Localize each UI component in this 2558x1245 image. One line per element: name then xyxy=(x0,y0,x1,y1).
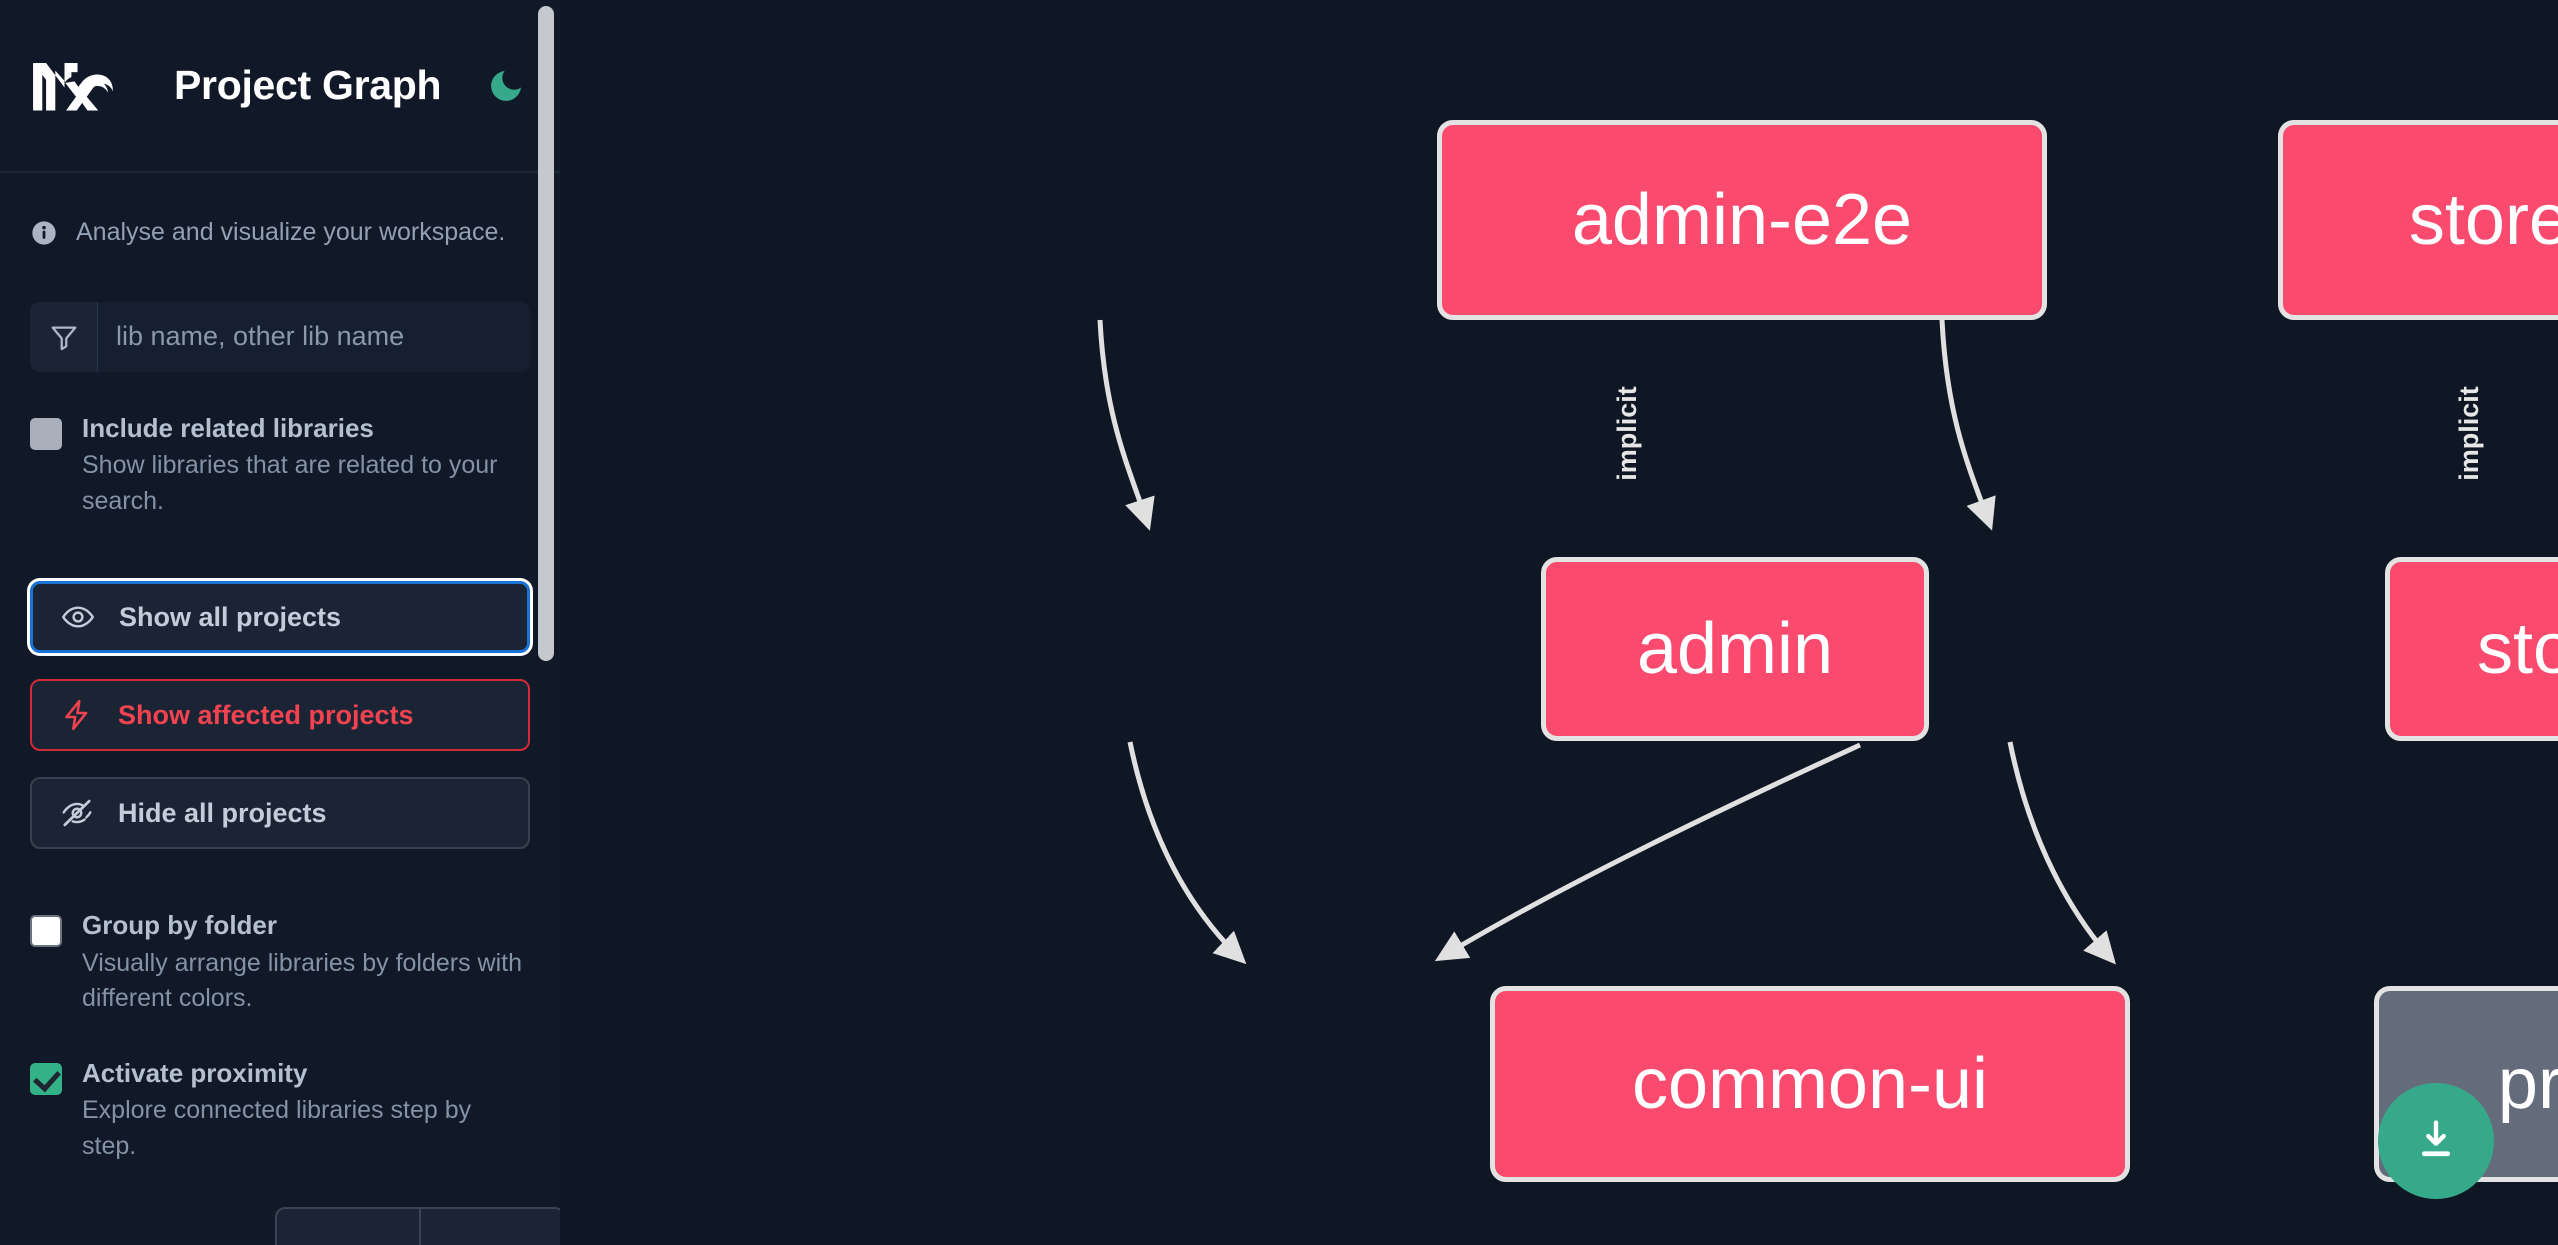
sidebar-scrollbar-track[interactable] xyxy=(538,0,554,1245)
edge-store-e2e-store xyxy=(1939,319,1996,531)
option-include-related-libraries[interactable]: Include related libraries Show libraries… xyxy=(30,412,530,520)
sidebar-header: Project Graph xyxy=(0,0,560,173)
activate-proximity-description: Explore connected libraries step by step… xyxy=(82,1096,472,1160)
group-by-folder-checkbox[interactable] xyxy=(30,915,62,948)
sidebar-scrollbar-thumb[interactable] xyxy=(538,6,554,661)
graph-canvas[interactable]: admin-e2e store-e2e admin store common-u… xyxy=(560,0,2558,1245)
activate-proximity-texts: Activate proximity Explore connected lib… xyxy=(82,1057,530,1165)
graph-node-admin-label: admin xyxy=(1636,609,1834,689)
show-all-projects-label: Show all projects xyxy=(119,601,342,632)
download-image-button[interactable] xyxy=(2378,1083,2494,1199)
include-related-libraries-description: Show libraries that are related to your … xyxy=(82,451,498,515)
include-related-libraries-checkbox[interactable] xyxy=(30,417,62,450)
graph-node-admin-e2e-label: admin-e2e xyxy=(1571,180,1913,260)
sidebar-body: Analyse and visualize your workspace. In… xyxy=(0,173,560,1164)
graph-node-store-label: store xyxy=(2476,609,2558,689)
activate-proximity-checkbox[interactable] xyxy=(30,1062,62,1095)
option-group-by-folder[interactable]: Group by folder Visually arrange librari… xyxy=(30,909,530,1017)
include-related-libraries-texts: Include related libraries Show libraries… xyxy=(82,412,530,520)
nx-logo-icon xyxy=(30,55,122,117)
option-activate-proximity[interactable]: Activate proximity Explore connected lib… xyxy=(30,1057,530,1165)
proximity-stepper-group[interactable] xyxy=(275,1207,560,1245)
workspace-info-text: Analyse and visualize your workspace. xyxy=(76,218,506,246)
edge-store-products xyxy=(2007,741,2116,965)
proximity-decrease-button[interactable] xyxy=(277,1209,421,1245)
workspace-info: Analyse and visualize your workspace. xyxy=(30,173,530,250)
graph-node-admin-e2e[interactable]: admin-e2e xyxy=(1437,120,2047,320)
include-related-libraries-label: Include related libraries xyxy=(82,412,374,443)
page-title: Project Graph xyxy=(174,62,442,108)
edge-admin-common-ui xyxy=(1127,741,1247,965)
graph-node-store[interactable]: store xyxy=(2385,557,2558,741)
bolt-icon xyxy=(58,696,96,734)
graph-node-store-e2e[interactable]: store-e2e xyxy=(2278,120,2558,320)
graph-node-common-ui-label: common-ui xyxy=(1631,1044,1989,1124)
search-field[interactable] xyxy=(30,301,530,372)
graph-node-store-e2e-label: store-e2e xyxy=(2408,180,2558,260)
hide-all-projects-button[interactable]: Hide all projects xyxy=(30,777,530,850)
eye-icon xyxy=(59,598,97,636)
eye-off-icon xyxy=(58,794,96,832)
graph-node-admin[interactable]: admin xyxy=(1541,557,1929,741)
group-by-folder-texts: Group by folder Visually arrange librari… xyxy=(82,909,530,1017)
show-affected-projects-label: Show affected projects xyxy=(118,699,414,730)
group-by-folder-description: Visually arrange libraries by folders wi… xyxy=(82,948,523,1013)
group-by-folder-label: Group by folder xyxy=(82,910,277,941)
edge-label-implicit-store: implicit xyxy=(2453,386,2484,481)
show-all-projects-button[interactable]: Show all projects xyxy=(30,581,530,654)
graph-node-products-label: products xyxy=(2497,1044,2558,1124)
download-icon xyxy=(2411,1115,2461,1168)
hide-all-projects-label: Hide all projects xyxy=(118,797,327,828)
show-affected-projects-button[interactable]: Show affected projects xyxy=(30,679,530,752)
edge-store-common-ui xyxy=(1434,742,1862,962)
graph-node-common-ui[interactable]: common-ui xyxy=(1490,986,2130,1182)
search-input[interactable] xyxy=(98,301,530,372)
filter-icon xyxy=(30,301,98,372)
edge-admin-e2e-admin xyxy=(1097,319,1155,531)
edge-label-implicit-admin: implicit xyxy=(1611,386,1642,481)
moon-icon[interactable] xyxy=(483,63,529,109)
info-circle-icon xyxy=(30,219,58,247)
sidebar: Project Graph Analyse and visualize your… xyxy=(0,0,560,1245)
activate-proximity-label: Activate proximity xyxy=(82,1057,308,1088)
